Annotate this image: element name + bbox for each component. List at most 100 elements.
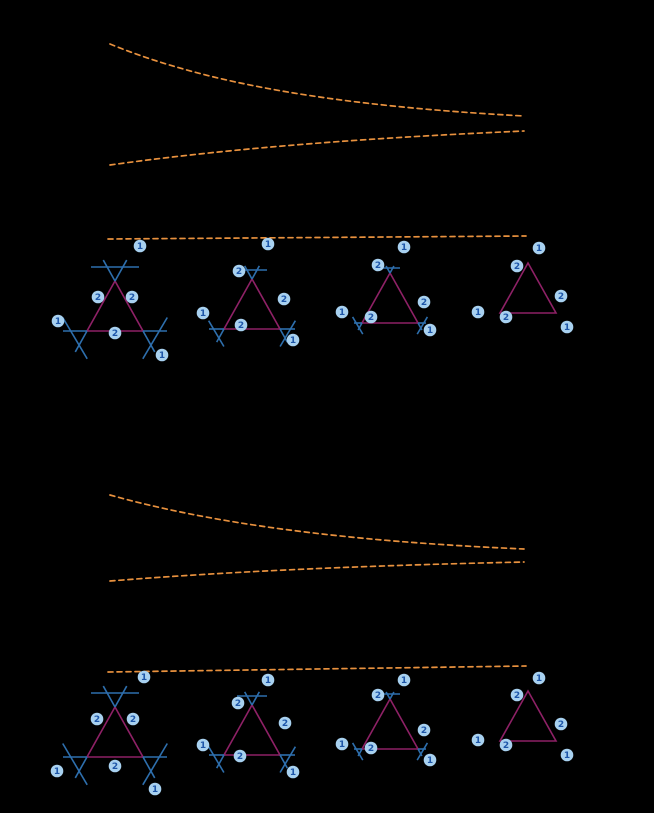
horocycle-segment — [279, 320, 297, 347]
label-circle — [417, 723, 431, 737]
label-text: 1 — [427, 756, 433, 766]
label-circle — [50, 764, 64, 778]
label-circle — [108, 759, 122, 773]
label-text: 1 — [564, 751, 570, 761]
node-label-2: 2 — [232, 264, 246, 278]
label-text: 1 — [290, 768, 296, 778]
label-circle — [231, 696, 245, 710]
node-label-1: 1 — [137, 670, 151, 684]
horocycle-segment — [351, 316, 364, 335]
triangle-diagram: 1 2 2 1 2 1 — [335, 240, 437, 337]
edge-extension-line — [215, 754, 225, 769]
node-label-1: 1 — [50, 764, 64, 778]
node-label-1: 1 — [196, 306, 210, 320]
label-circle — [471, 305, 485, 319]
label-text: 2 — [282, 719, 288, 729]
label-text: 1 — [401, 243, 407, 253]
triangle-outline — [360, 697, 420, 750]
label-circle — [286, 333, 300, 347]
edge-extension-line — [389, 265, 395, 274]
label-text: 1 — [339, 740, 345, 750]
label-text: 1 — [427, 326, 433, 336]
node-label-2: 2 — [554, 289, 568, 303]
label-text: 1 — [141, 673, 147, 683]
edge-extension-line — [279, 754, 289, 769]
label-circle — [532, 671, 546, 685]
label-circle — [560, 748, 574, 762]
horocycle-segment — [142, 317, 168, 360]
node-label-2: 2 — [554, 717, 568, 731]
label-text: 1 — [54, 767, 60, 777]
node-label-2: 2 — [417, 295, 431, 309]
edge-extension-line — [74, 330, 88, 353]
edge-extension-line — [251, 265, 261, 280]
node-label-1: 1 — [148, 782, 162, 796]
triangle-outline — [222, 703, 282, 756]
label-circle — [371, 688, 385, 702]
label-circle — [554, 717, 568, 731]
edge-extension-line — [215, 328, 225, 343]
label-text: 2 — [558, 292, 564, 302]
label-circle — [278, 716, 292, 730]
triangle-outline — [85, 279, 145, 332]
label-text: 2 — [129, 293, 135, 303]
label-circle — [560, 320, 574, 334]
label-text: 2 — [514, 262, 520, 272]
node-label-1: 1 — [423, 323, 437, 337]
node-label-2: 2 — [125, 290, 139, 304]
label-text: 1 — [339, 308, 345, 318]
label-circle — [232, 264, 246, 278]
node-label-2: 2 — [108, 326, 122, 340]
horocycle-segment — [351, 742, 364, 761]
funnel-lower-curve — [109, 561, 525, 582]
node-label-2: 2 — [277, 292, 291, 306]
node-label-2: 2 — [510, 688, 524, 702]
row-baseline — [107, 665, 527, 673]
horocycle-segment — [279, 746, 297, 773]
label-circle — [510, 259, 524, 273]
label-text: 2 — [238, 321, 244, 331]
label-text: 2 — [368, 313, 374, 323]
node-label-2: 2 — [278, 716, 292, 730]
label-circle — [126, 712, 140, 726]
label-circle — [286, 765, 300, 779]
horocycle-segment — [207, 320, 225, 347]
label-text: 2 — [237, 752, 243, 762]
funnel-upper-curve — [109, 494, 525, 550]
edge-extension-line — [102, 685, 116, 708]
node-label-1: 1 — [286, 765, 300, 779]
label-text: 2 — [95, 293, 101, 303]
label-text: 2 — [112, 762, 118, 772]
edge-extension-line — [385, 691, 391, 700]
node-label-1: 1 — [471, 733, 485, 747]
edge-extension-line — [114, 259, 128, 282]
label-circle — [335, 305, 349, 319]
node-label-2: 2 — [510, 259, 524, 273]
edge-extension-line — [114, 685, 128, 708]
horocycle-segment — [62, 317, 88, 360]
label-circle — [364, 741, 378, 755]
horocycle-segment — [207, 746, 225, 773]
node-label-1: 1 — [335, 305, 349, 319]
node-label-1: 1 — [397, 240, 411, 254]
label-text: 1 — [200, 741, 206, 751]
label-circle — [234, 318, 248, 332]
label-text: 2 — [558, 720, 564, 730]
label-text: 1 — [55, 317, 61, 327]
node-label-1: 1 — [560, 748, 574, 762]
label-text: 2 — [235, 699, 241, 709]
funnel-upper-curve — [109, 43, 525, 117]
label-text: 2 — [503, 741, 509, 751]
label-text: 2 — [236, 267, 242, 277]
node-label-2: 2 — [231, 696, 245, 710]
label-circle — [277, 292, 291, 306]
label-text: 1 — [536, 244, 542, 254]
label-text: 2 — [421, 726, 427, 736]
horocycle-segment — [62, 743, 88, 786]
node-label-2: 2 — [371, 258, 385, 272]
label-text: 1 — [475, 308, 481, 318]
